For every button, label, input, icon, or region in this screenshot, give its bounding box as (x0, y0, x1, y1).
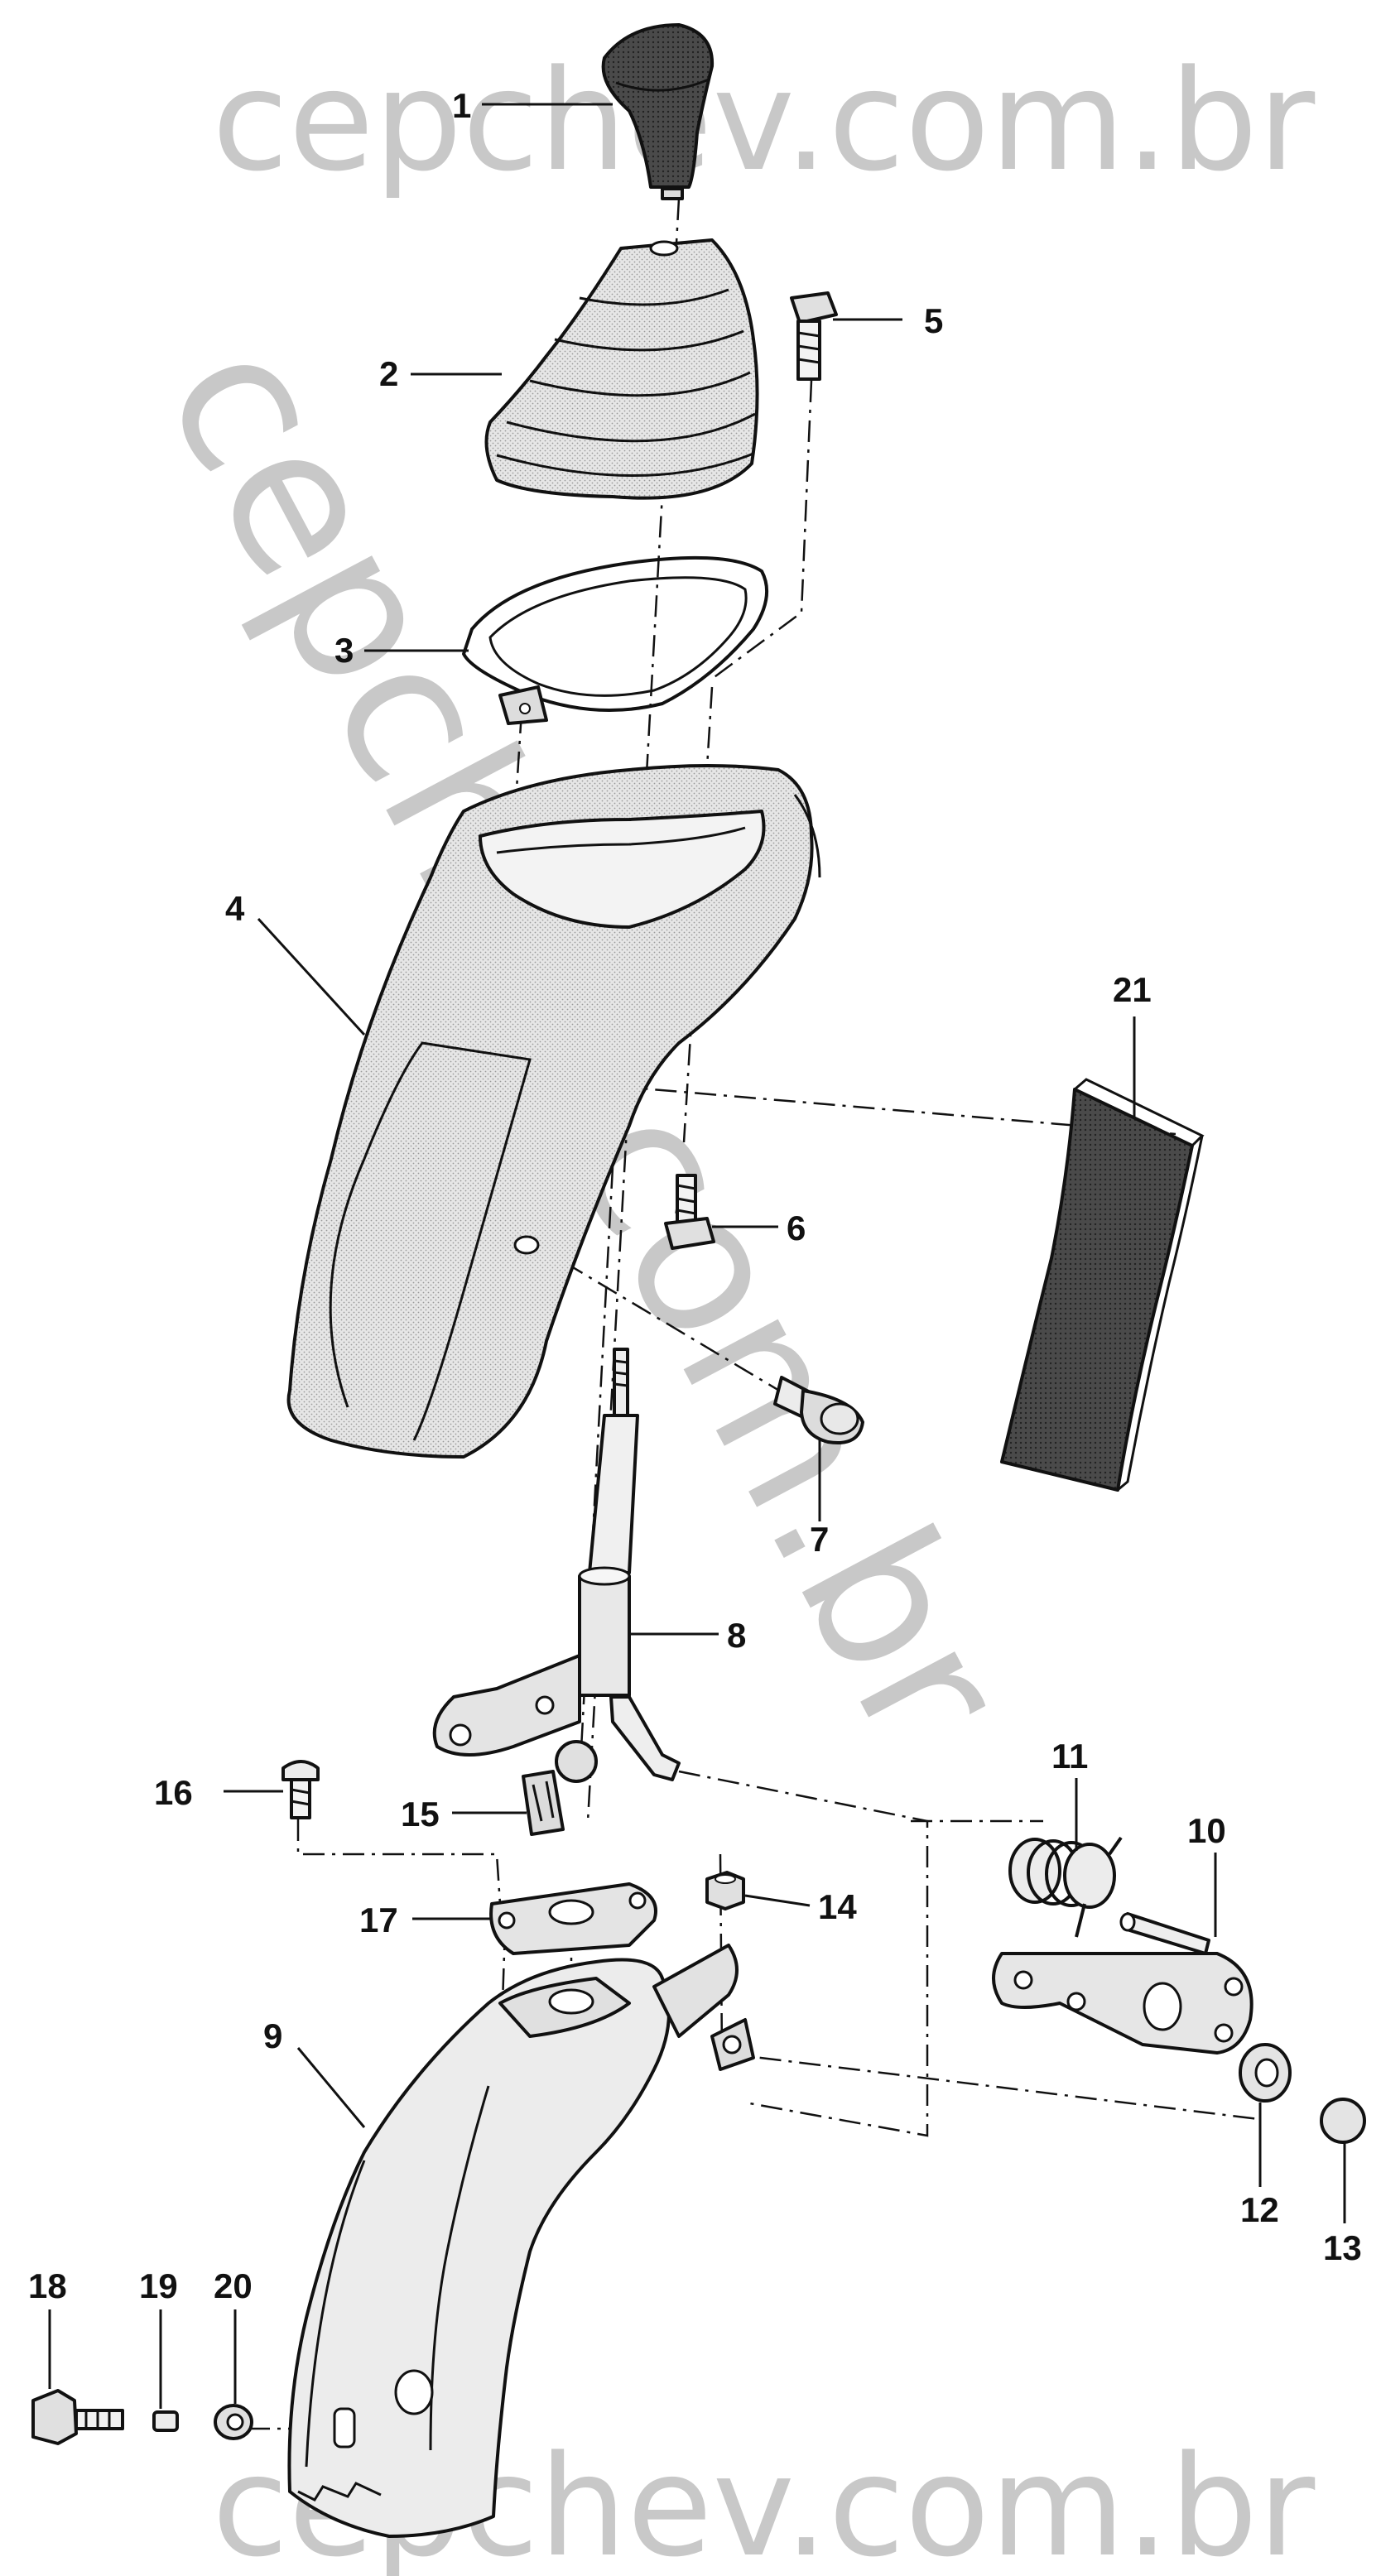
bushing-20 (214, 2404, 253, 2440)
callout-4: 4 (225, 889, 245, 928)
callout-5: 5 (924, 301, 943, 340)
mount-plate (489, 1882, 657, 1955)
callout-11: 11 (1051, 1737, 1088, 1776)
callouts: 1 2 3 4 5 6 7 8 9 10 11 12 13 14 15 16 1… (28, 86, 1362, 2305)
push-clip (773, 1376, 864, 1444)
callout-13: 13 (1323, 2228, 1362, 2267)
callout-10: 10 (1187, 1811, 1226, 1850)
spring-11 (1008, 1836, 1123, 1938)
side-pad (1000, 1078, 1205, 1492)
callout-15: 15 (401, 1795, 440, 1833)
callout-3: 3 (334, 631, 354, 670)
washer-12 (1239, 2043, 1292, 2103)
screw-16 (281, 1760, 320, 1819)
callout-14: 14 (818, 1887, 857, 1926)
shift-boot (484, 238, 759, 500)
callout-6: 6 (787, 1209, 806, 1247)
pivot-bolt-18 (31, 2389, 124, 2445)
callout-17: 17 (359, 1901, 398, 1939)
sleeve-19 (152, 2410, 179, 2432)
callout-20: 20 (214, 2266, 253, 2305)
cap-13 (1320, 2098, 1366, 2144)
callout-19: 19 (139, 2266, 178, 2305)
callout-1: 1 (452, 86, 471, 125)
callout-7: 7 (810, 1520, 829, 1559)
console-housing (286, 764, 821, 1459)
shift-knob (601, 23, 715, 200)
lever-bracket (287, 1944, 755, 2538)
leader-lines (48, 103, 1346, 2409)
clip-15 (522, 1770, 565, 1836)
watermark-top: cepchev.com.br (212, 40, 1316, 202)
callout-9: 9 (263, 2016, 282, 2055)
shift-lever (432, 1348, 681, 1783)
callout-18: 18 (28, 2266, 67, 2305)
bolt-5 (790, 291, 838, 381)
linkage-bracket (992, 1912, 1253, 2055)
boot-frame (462, 555, 768, 725)
bolt-6 (664, 1174, 715, 1250)
callout-12: 12 (1240, 2190, 1279, 2229)
callout-8: 8 (727, 1616, 746, 1655)
callout-21: 21 (1113, 970, 1152, 1009)
callout-2: 2 (379, 354, 398, 393)
nut-14 (705, 1871, 745, 1910)
callout-16: 16 (154, 1773, 193, 1812)
